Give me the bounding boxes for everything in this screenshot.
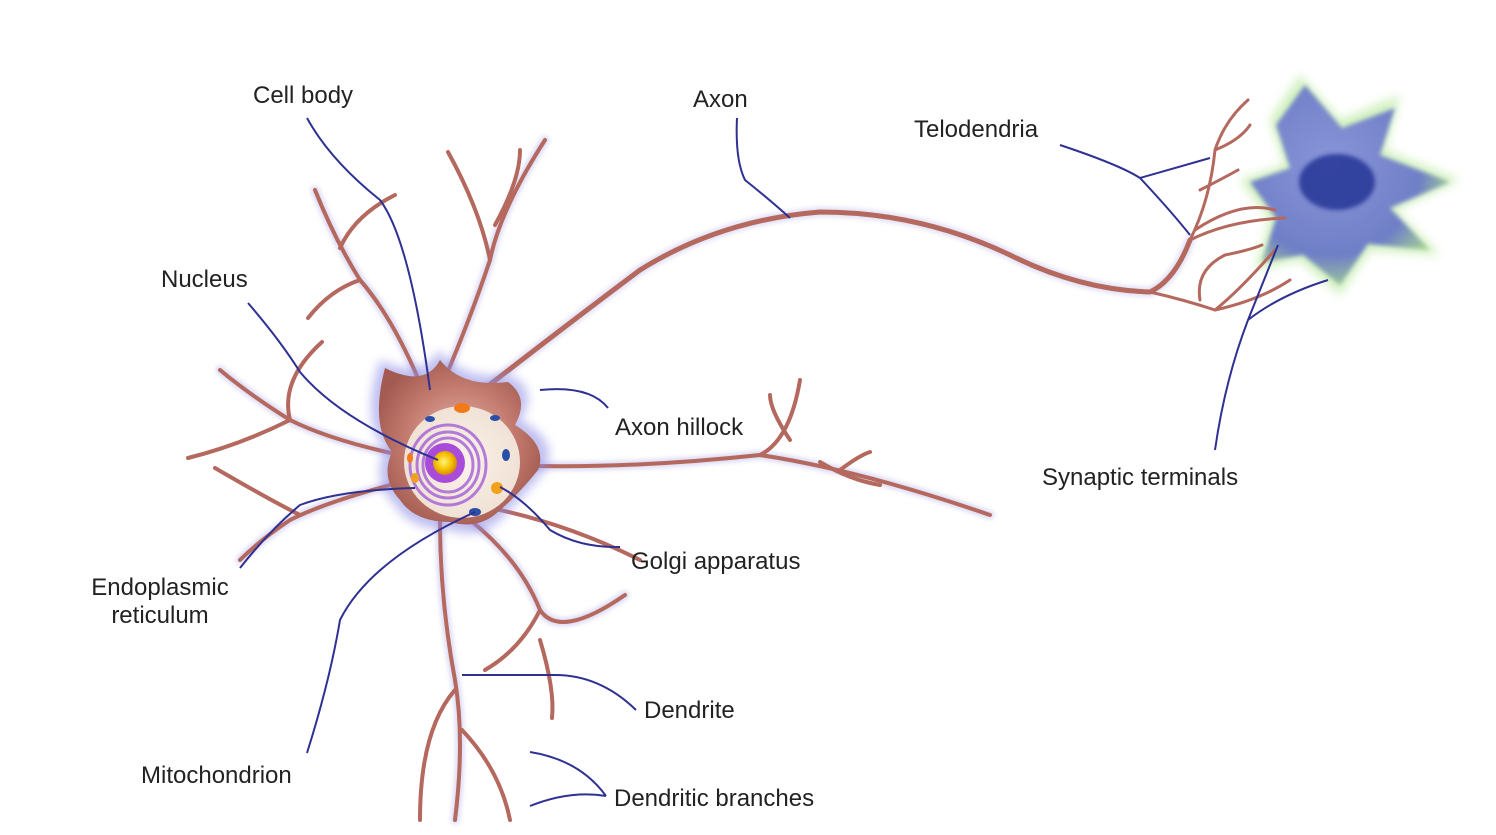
leader-er: [239, 487, 416, 569]
label-nucleus: Nucleus: [161, 266, 248, 293]
label-synaptic-terminals: Synaptic terminals: [1042, 464, 1239, 491]
leader-mitochondrion: [306, 511, 476, 754]
neuron: [186, 98, 1292, 825]
cell-body-shape: [371, 350, 550, 534]
target-cell-nucleus: [1299, 154, 1375, 210]
leader-axon-hillock: [539, 388, 609, 409]
label-endoplasmic-reticulum-line1: Endoplasmic: [91, 574, 229, 601]
leader-dendritic-branches: [529, 751, 607, 807]
label-mitochondrion: Mitochondrion: [141, 762, 292, 789]
label-golgi-apparatus: Golgi apparatus: [631, 548, 801, 575]
leader-nucleus: [247, 302, 439, 461]
target-cell: [1240, 75, 1460, 295]
label-dendritic-branches: Dendritic branches: [614, 785, 815, 812]
label-dendrite: Dendrite: [644, 697, 735, 724]
leader-synaptic-terminals: [1214, 244, 1329, 451]
leader-axon: [735, 117, 791, 219]
leader-lines: [239, 117, 1329, 807]
leader-cell-body: [306, 117, 431, 391]
leader-dendrite: [462, 674, 637, 711]
label-endoplasmic-reticulum: Endoplasmic reticulum: [84, 574, 236, 630]
label-telodendria: Telodendria: [914, 116, 1039, 143]
label-cell-body: Cell body: [253, 82, 354, 109]
label-axon: Axon: [693, 86, 748, 113]
label-axon-hillock: Axon hillock: [615, 414, 744, 441]
telodendria-branches: [1148, 98, 1292, 312]
axon-shaft: [465, 207, 1195, 405]
organelles: [407, 403, 510, 516]
label-endoplasmic-reticulum-line2: reticulum: [111, 602, 209, 629]
leader-golgi: [499, 486, 621, 549]
nucleolus-shape: [433, 451, 457, 475]
leader-telodendria: [1059, 144, 1211, 236]
endoplasmic-reticulum-shape: [408, 423, 488, 507]
